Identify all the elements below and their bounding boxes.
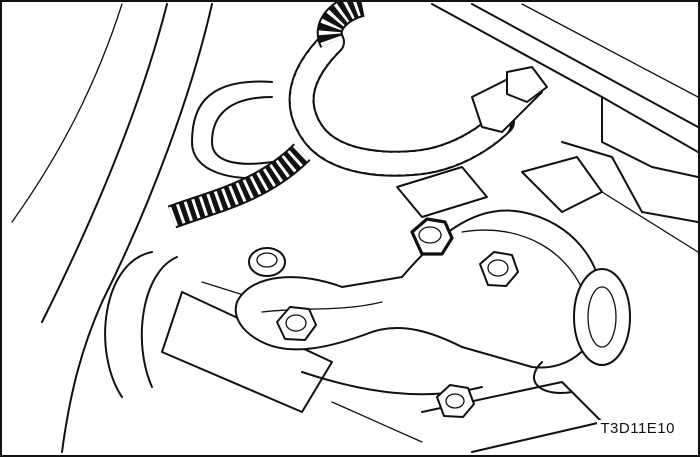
mount-bolt-center: [479, 251, 519, 287]
mount-bolt-lower: [436, 384, 475, 418]
wiring-harness: [167, 2, 515, 229]
mount-bushing: [532, 268, 631, 394]
figure-code: T3D11E10: [597, 420, 678, 437]
upper-crossmember: [431, 3, 698, 253]
body-panel: [11, 3, 213, 453]
mount-bolt-highlighted: [410, 217, 454, 256]
stud-left: [248, 247, 286, 277]
loop-bracket: [191, 80, 273, 180]
harness-connector: [396, 66, 548, 218]
mount-bolt-left: [276, 306, 317, 341]
